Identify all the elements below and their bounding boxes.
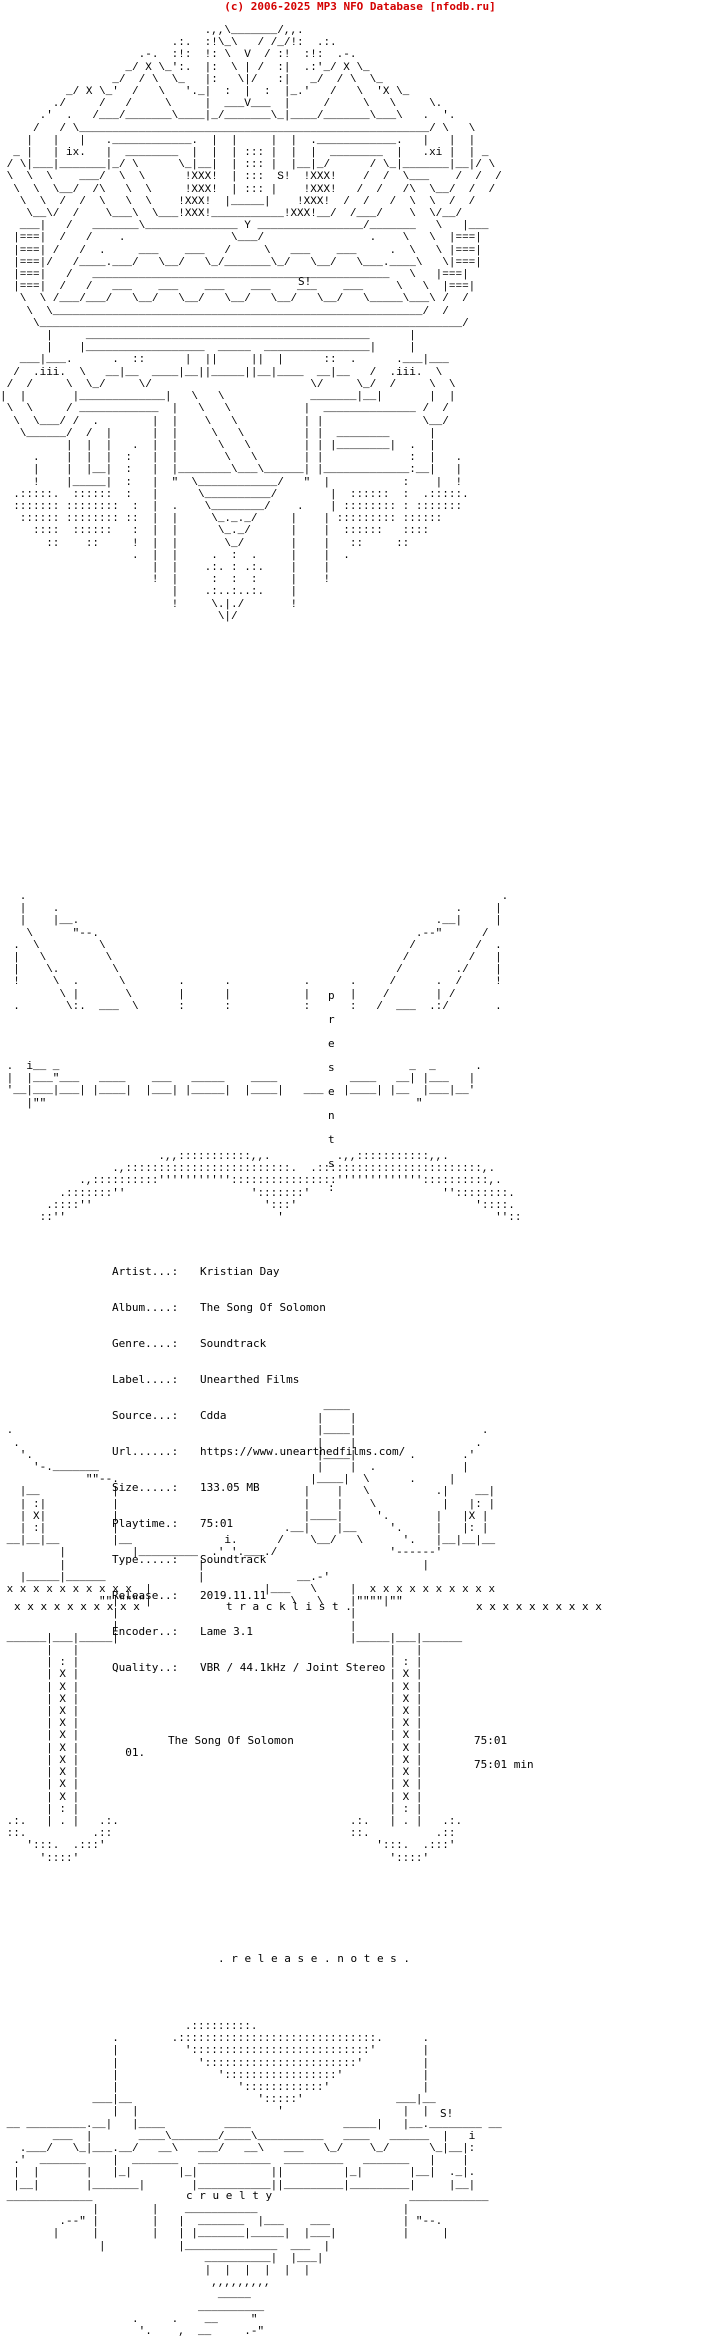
info-row-encoder: Encoder..:Lame 3.1: [112, 1625, 253, 1638]
info-row-type: Type.....:Soundtrack: [112, 1553, 267, 1566]
info-row-quality: Quality..:VBR / 44.1kHz / Joint Stereo: [112, 1661, 386, 1674]
ascii-art-presents-logo: . i__ _ _ _ . | |___"___ ____ ___ _____ …: [6, 1061, 482, 1110]
info-row-source: Source...:Cdda: [112, 1409, 227, 1422]
info-row-size: Size.....:133.05 MB: [112, 1481, 260, 1494]
tracklist-total: 75:01 min: [474, 1758, 534, 1771]
presents-letter-9: :: [328, 1181, 335, 1194]
presents-letter-5: e: [328, 1085, 335, 1098]
group-badge-top: S!: [298, 275, 312, 288]
ascii-art-footer-logo: .:::::::::. . .:::::::::::::::::::::::::…: [6, 2021, 502, 2339]
site-header: (c) 2006-2025 MP3 NFO Database [nfodb.ru…: [224, 0, 496, 13]
tracklist-border-right: x x x x x x x x x x: [476, 1600, 602, 1613]
info-row-url: Url......:https://www.unearthedfilms.com…: [112, 1445, 406, 1458]
info-row-genre: Genre....:Soundtrack: [112, 1337, 267, 1350]
track-time: 75:01: [474, 1734, 508, 1747]
info-row-album: Album....:The Song Of Solomon: [112, 1301, 326, 1314]
presents-letter-2: r: [328, 1013, 335, 1026]
ascii-art-presents-dots: .,,:::::::::::,,. .,,:::::::::::,,. .,::…: [39, 1151, 522, 1225]
info-row-artist: Artist...:Kristian Day: [112, 1265, 280, 1278]
tracklist-border-left: x x x x x x x x x x: [14, 1600, 140, 1613]
release-notes-label: . r e l e a s e . n o t e s .: [218, 1952, 411, 1965]
ascii-art-crest: .,,\_______/,,. .:. :!\_\ / /_/!: .:. .-…: [0, 25, 502, 623]
footer-group-badge: S!: [440, 2107, 454, 2120]
footer-word: c r u e l t y: [186, 2189, 273, 2202]
ascii-art-tracklist-frame: ____ | | . |____| . . | |: [6, 1401, 496, 1865]
info-row-playtime: Playtime.:75:01: [112, 1517, 234, 1530]
track-title: The Song Of Solomon: [168, 1734, 294, 1747]
info-row-label: Label....:Unearthed Films: [112, 1373, 300, 1386]
presents-letter-1: p: [328, 989, 335, 1002]
release-info-block: Artist...:Kristian Day Album....:The Son…: [112, 1242, 405, 1686]
presents-letter-3: e: [328, 1037, 335, 1050]
presents-letter-8: s: [328, 1157, 335, 1170]
info-row-release: Release..:2019.11.11: [112, 1589, 267, 1602]
tracklist-label: t r a c k l i s t .: [226, 1600, 352, 1613]
presents-letter-4: s: [328, 1061, 335, 1074]
presents-letter-6: n: [328, 1109, 335, 1122]
track-row: 01.: [112, 1735, 145, 1759]
presents-letter-7: t: [328, 1133, 335, 1146]
track-number: 01.: [125, 1746, 146, 1759]
ascii-art-presents-frame: . . | . . | | |__.: [13, 891, 509, 1013]
